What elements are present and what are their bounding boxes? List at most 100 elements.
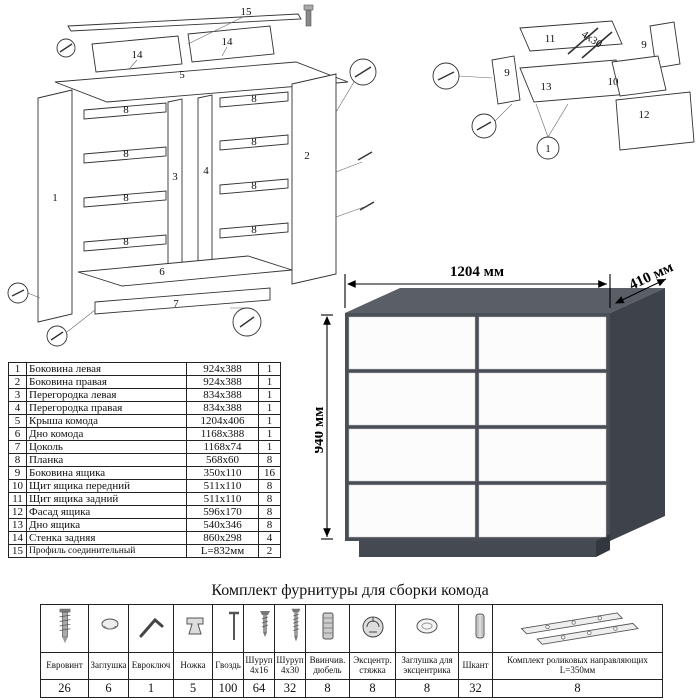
drawer-slides-icon bbox=[492, 604, 663, 653]
hardware-item-label: Гвоздь bbox=[212, 652, 244, 680]
parts-num: 1 bbox=[8, 362, 27, 376]
hardware-icons-row bbox=[40, 604, 663, 653]
parts-num: 3 bbox=[8, 388, 27, 402]
parts-name: Перегородка правая bbox=[26, 401, 187, 415]
hardware-item-label: Заглушка для эксцентрика bbox=[395, 652, 459, 680]
hardware-item-qty: 32 bbox=[274, 679, 306, 698]
screw-callout-icons bbox=[11, 43, 375, 341]
part-callouts: 15 14 14 5 1 2 3 4 6 7 8 8 8 8 8 8 8 8 bbox=[52, 6, 310, 310]
part-callout: 8 bbox=[251, 136, 257, 148]
drawer-exploded-diagram: 11 4x30 9 9 13 10 12 1 bbox=[432, 20, 695, 160]
hardware-item-qty: 8 bbox=[492, 679, 663, 698]
hardware-item-qty: 100 bbox=[212, 679, 244, 698]
part-callout: 11 bbox=[545, 33, 556, 45]
parts-size: 860x298 bbox=[186, 531, 259, 545]
hardware-item-qty: 8 bbox=[305, 679, 350, 698]
parts-num: 10 bbox=[8, 479, 27, 493]
part-callout: 8 bbox=[251, 180, 257, 192]
parts-size: 834x388 bbox=[186, 401, 259, 415]
parts-size: 924x388 bbox=[186, 375, 259, 389]
drawer-fronts bbox=[348, 316, 607, 538]
hardware-item-qty: 6 bbox=[88, 679, 129, 698]
hardware-item-label: Эксцентр. стяжка bbox=[349, 652, 396, 680]
dresser-3d-view: 1204 мм 410 мм 940 мм bbox=[315, 259, 676, 557]
width-dimension-label: 1204 мм bbox=[450, 264, 504, 280]
screw-4x30-icon bbox=[274, 604, 306, 653]
hardware-item-label: Евровинт bbox=[40, 652, 89, 680]
dowel-insert-icon bbox=[305, 604, 350, 653]
parts-qty: 1 bbox=[258, 362, 281, 376]
hardware-item-qty: 8 bbox=[349, 679, 396, 698]
parts-num: 8 bbox=[8, 453, 27, 467]
parts-size: 568x60 bbox=[186, 453, 259, 467]
parts-size: 1168x388 bbox=[186, 427, 259, 441]
parts-qty: 8 bbox=[258, 479, 281, 493]
parts-name: Цоколь bbox=[26, 440, 187, 454]
drawer-panels bbox=[491, 20, 695, 151]
parts-name: Дно ящика bbox=[26, 518, 187, 532]
euroscrew-icon bbox=[40, 604, 89, 653]
parts-qty: 8 bbox=[258, 505, 281, 519]
parts-num: 7 bbox=[8, 440, 27, 454]
parts-num: 12 bbox=[8, 505, 27, 519]
part-callout: 8 bbox=[123, 236, 129, 248]
part-callout: 8 bbox=[123, 104, 129, 116]
hardware-item-qty: 26 bbox=[40, 679, 89, 698]
parts-size: 596x170 bbox=[186, 505, 259, 519]
parts-qty: 4 bbox=[258, 531, 281, 545]
hardware-item-qty: 5 bbox=[173, 679, 213, 698]
parts-name: Щит ящика задний bbox=[26, 492, 187, 506]
parts-num: 14 bbox=[8, 531, 27, 545]
carcass-panels bbox=[37, 13, 349, 323]
part-callout: 3 bbox=[172, 171, 178, 183]
parts-qty: 1 bbox=[258, 427, 281, 441]
hardware-item-label: Евроключ bbox=[128, 652, 174, 680]
parts-name: Профиль соединительный bbox=[26, 544, 187, 558]
parts-size: 924x388 bbox=[186, 362, 259, 376]
screws-4x30-icon bbox=[567, 27, 613, 59]
parts-name: Боковина ящика bbox=[26, 466, 187, 480]
hardware-item-label: Шуруп 4x16 bbox=[243, 652, 275, 680]
parts-name: Планка bbox=[26, 453, 187, 467]
parts-num: 15 bbox=[8, 544, 27, 558]
parts-qty: 1 bbox=[258, 401, 281, 415]
parts-qty: 8 bbox=[258, 518, 281, 532]
parts-name: Боковина левая bbox=[26, 362, 187, 376]
hardware-item-label: Ввинчив. дюбель bbox=[305, 652, 350, 680]
parts-qty: 16 bbox=[258, 466, 281, 480]
parts-qty: 1 bbox=[258, 375, 281, 389]
parts-name: Стенка задняя bbox=[26, 531, 187, 545]
part-callout: 6 bbox=[159, 266, 165, 278]
nail-icon bbox=[212, 604, 244, 653]
hardware-item-qty: 1 bbox=[128, 679, 174, 698]
parts-size: 1168x74 bbox=[186, 440, 259, 454]
part-callout: 1 bbox=[52, 192, 58, 204]
drawer-callout-circles bbox=[432, 62, 560, 160]
parts-qty: 2 bbox=[258, 544, 281, 558]
cam-lock-icon bbox=[349, 604, 396, 653]
parts-num: 9 bbox=[8, 466, 27, 480]
parts-size: 540x346 bbox=[186, 518, 259, 532]
parts-size: 511x110 bbox=[186, 479, 259, 493]
hardware-item-qty: 32 bbox=[458, 679, 493, 698]
parts-size: 834x388 bbox=[186, 388, 259, 402]
hardware-item-label: Заглушка bbox=[88, 652, 129, 680]
hardware-item-label: Шуруп 4x30 bbox=[274, 652, 306, 680]
parts-size: 511x110 bbox=[186, 492, 259, 506]
part-callout: 14 bbox=[222, 36, 234, 48]
parts-num: 13 bbox=[8, 518, 27, 532]
part-callout: 9 bbox=[504, 67, 510, 79]
parts-qty: 8 bbox=[258, 453, 281, 467]
parts-num: 11 bbox=[8, 492, 27, 506]
